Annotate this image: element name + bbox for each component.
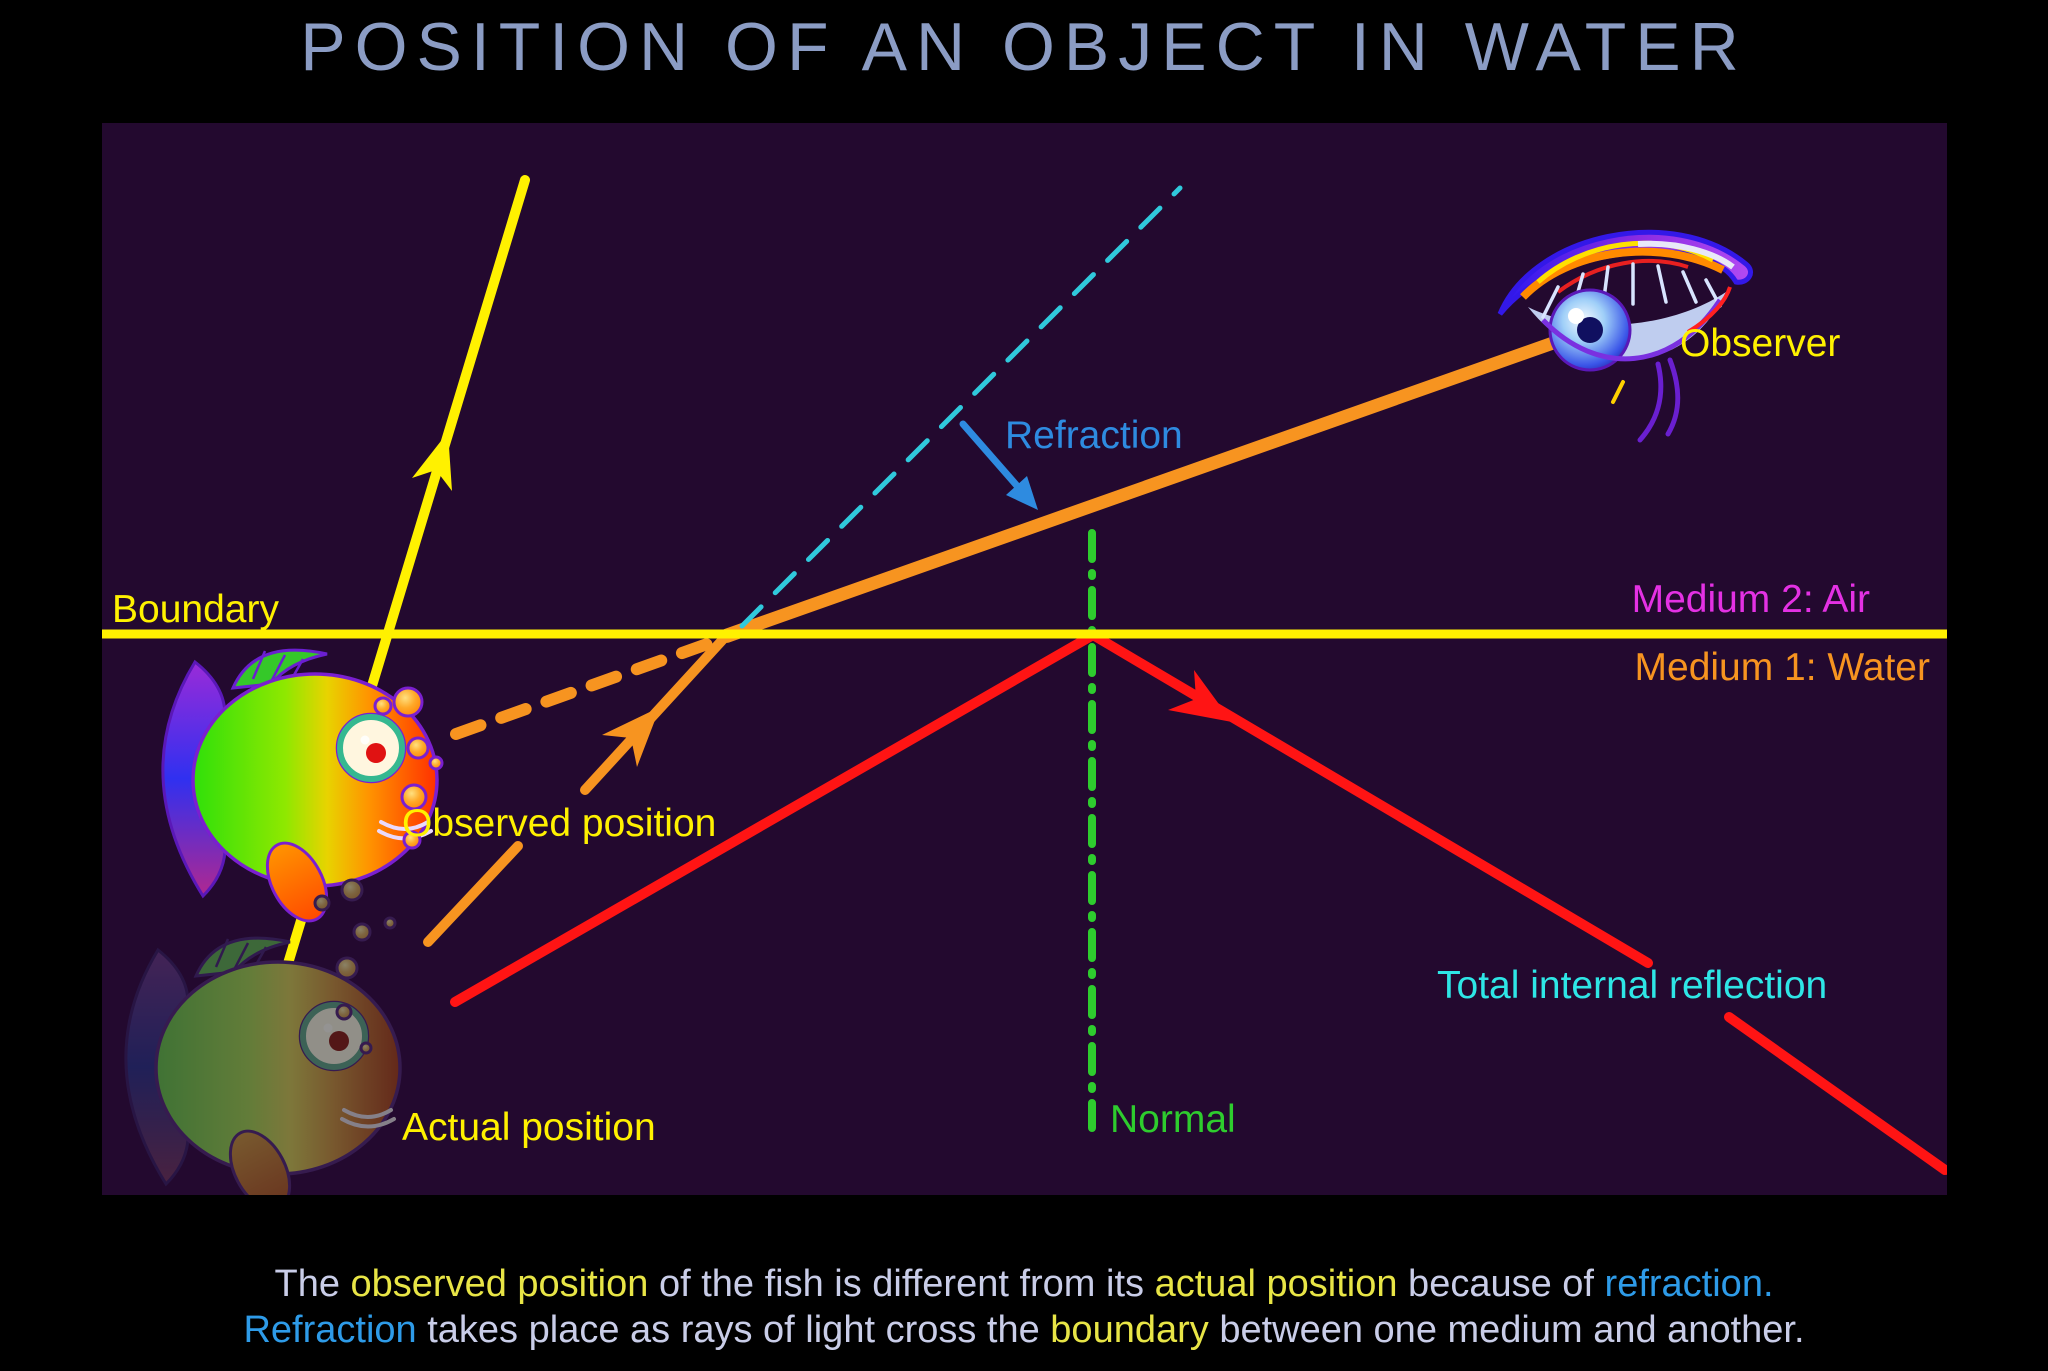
red-ray-arrowhead: [1168, 670, 1232, 722]
caption-text: between one medium and another.: [1208, 1308, 1805, 1351]
total-internal-reflection-label: Total internal reflection: [1437, 964, 1827, 1007]
boundary-label: Boundary: [112, 588, 279, 631]
refraction-diagram: Boundary Medium 2: Air Medium 1: Water R…: [102, 123, 1947, 1195]
red-ray: [450, 630, 1947, 1175]
observer-eye: [1497, 229, 1753, 443]
yellow-ray-arrowhead: [412, 432, 452, 491]
caption-line-2: Refraction takes place as rays of light …: [0, 1308, 2048, 1354]
unrefracted-extension-dashed: [739, 185, 1183, 629]
caption-highlight-boundary: boundary: [1050, 1308, 1209, 1351]
refraction-label: Refraction: [1005, 414, 1183, 457]
medium1-water-label: Medium 1: Water: [1635, 646, 1930, 689]
caption-text: takes place as rays of light cross the: [416, 1308, 1051, 1351]
normal-label: Normal: [1110, 1098, 1236, 1141]
page-title: POSITION OF AN OBJECT IN WATER: [300, 9, 1748, 85]
caption-highlight-refraction: Refraction: [243, 1308, 417, 1351]
orange-ray-arrowhead: [602, 707, 660, 767]
diagram-panel: [102, 123, 1947, 1195]
medium2-air-label: Medium 2: Air: [1632, 578, 1870, 621]
observed-position-label: Observed position: [402, 802, 716, 845]
observed-fish-bubbles: [373, 686, 444, 850]
caption-highlight-actual-position: actual position: [1154, 1263, 1398, 1305]
refraction-arrow: [959, 420, 1038, 510]
caption-text: because of: [1397, 1263, 1605, 1305]
observer-label: Observer: [1680, 322, 1840, 365]
apparent-ray-dashed: [450, 627, 744, 740]
caption-text: of the fish is different from its: [648, 1263, 1155, 1305]
actual-position-label: Actual position: [402, 1106, 656, 1149]
caption-text: The: [274, 1263, 351, 1305]
actual-fish-bubbles: [313, 878, 397, 1055]
orange-ray: [423, 336, 1560, 947]
caption-line-1: The observed position of the fish is dif…: [0, 1262, 2048, 1308]
caption-highlight-refraction: refraction.: [1604, 1263, 1774, 1305]
caption: The observed position of the fish is dif…: [0, 1262, 2048, 1353]
caption-highlight-observed-position: observed position: [350, 1263, 649, 1305]
